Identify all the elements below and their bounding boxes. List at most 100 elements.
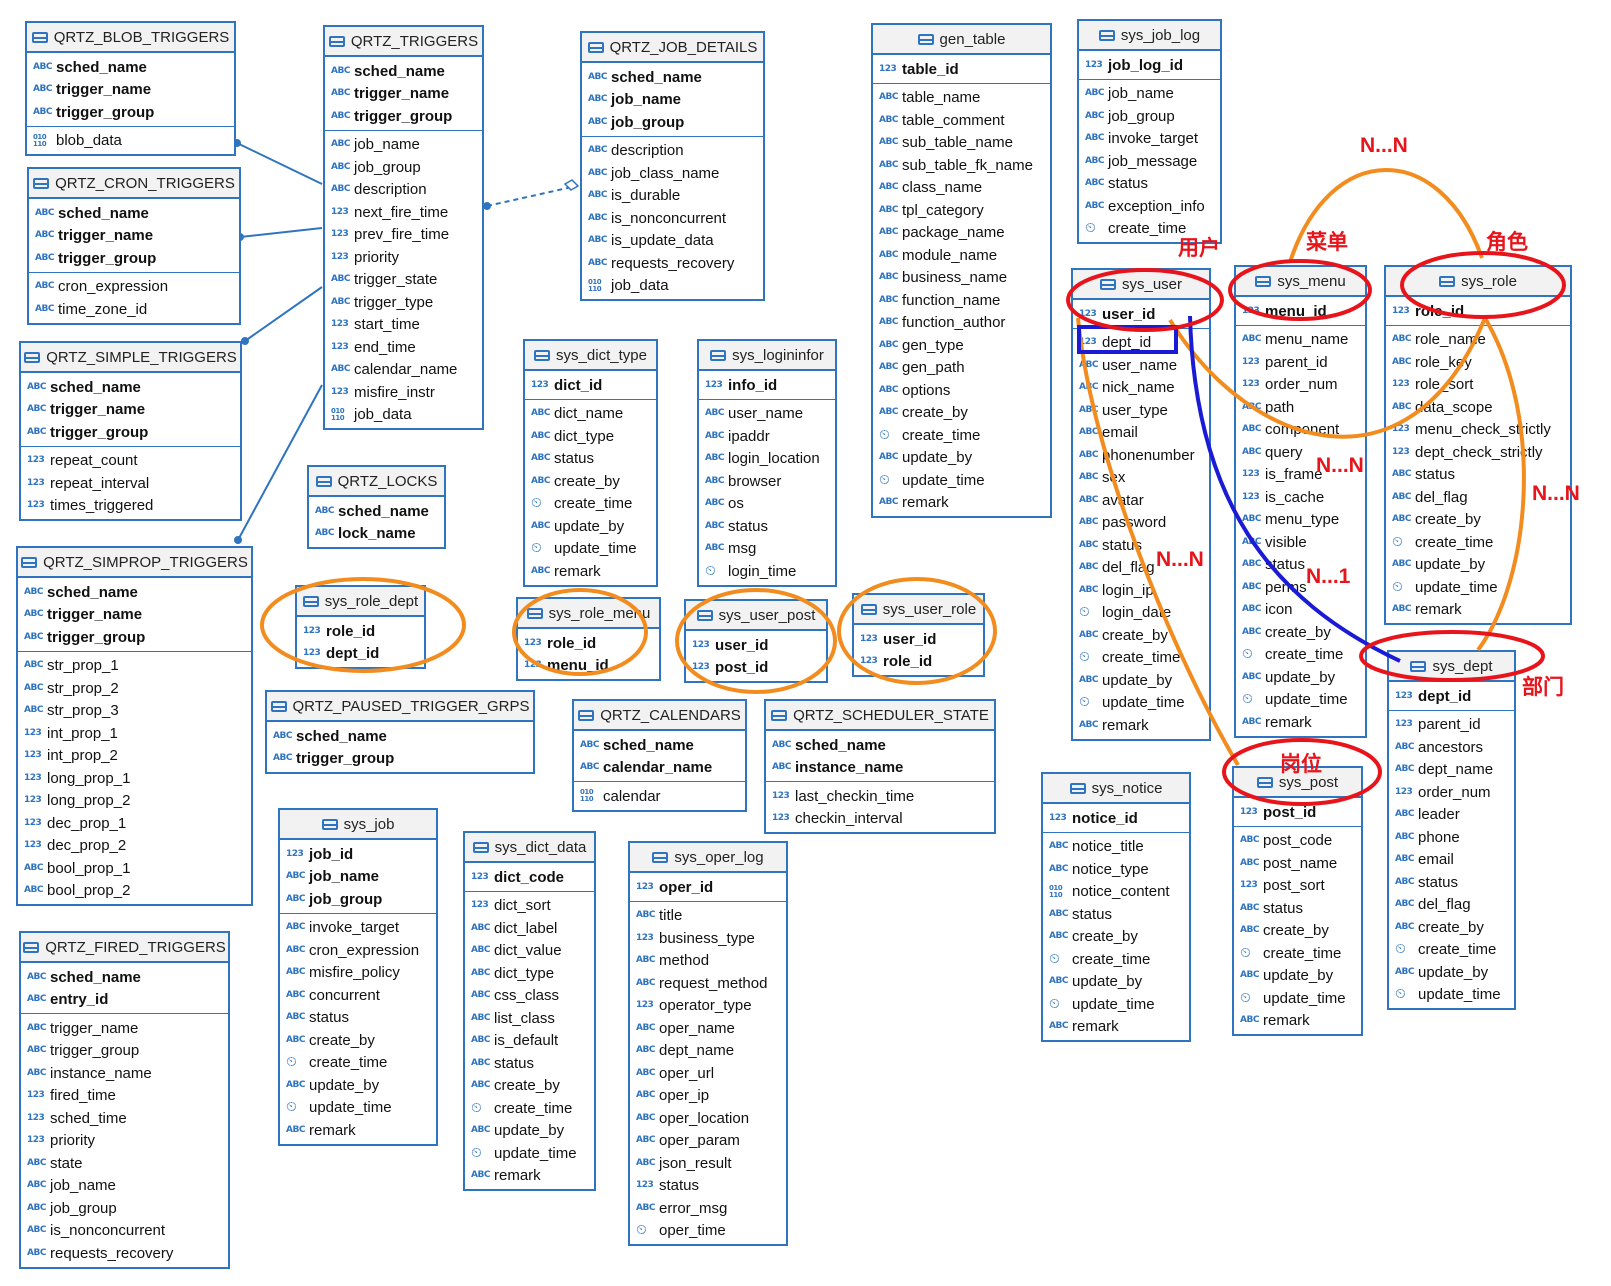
table-header[interactable]: sys_logininfor (699, 341, 835, 371)
column-create-time[interactable]: ⏲create_time (1079, 218, 1220, 241)
column-create-time[interactable]: ⏲create_time (1236, 644, 1365, 667)
table-header[interactable]: QRTZ_PAUSED_TRIGGER_GRPS (267, 692, 533, 722)
table-header[interactable]: sys_dept (1389, 652, 1514, 682)
table-header[interactable]: QRTZ_LOCKS (309, 467, 444, 497)
table-header[interactable]: sys_notice (1043, 774, 1189, 804)
column-update-time[interactable]: ⏲update_time (525, 538, 656, 561)
table-header[interactable]: QRTZ_JOB_DETAILS (582, 33, 763, 63)
table-header[interactable]: QRTZ_BLOB_TRIGGERS (27, 23, 234, 53)
table-header[interactable]: sys_role_dept (297, 587, 424, 617)
column-create-time[interactable]: ⏲create_time (1234, 942, 1361, 965)
table-header[interactable]: QRTZ_CRON_TRIGGERS (29, 169, 239, 199)
column-create-time[interactable]: ⏲create_time (1073, 647, 1209, 670)
table-header[interactable]: QRTZ_TRIGGERS (325, 27, 482, 57)
column-create-time[interactable]: ⏲create_time (1386, 531, 1570, 554)
column-update-time[interactable]: ⏲update_time (1389, 984, 1514, 1007)
